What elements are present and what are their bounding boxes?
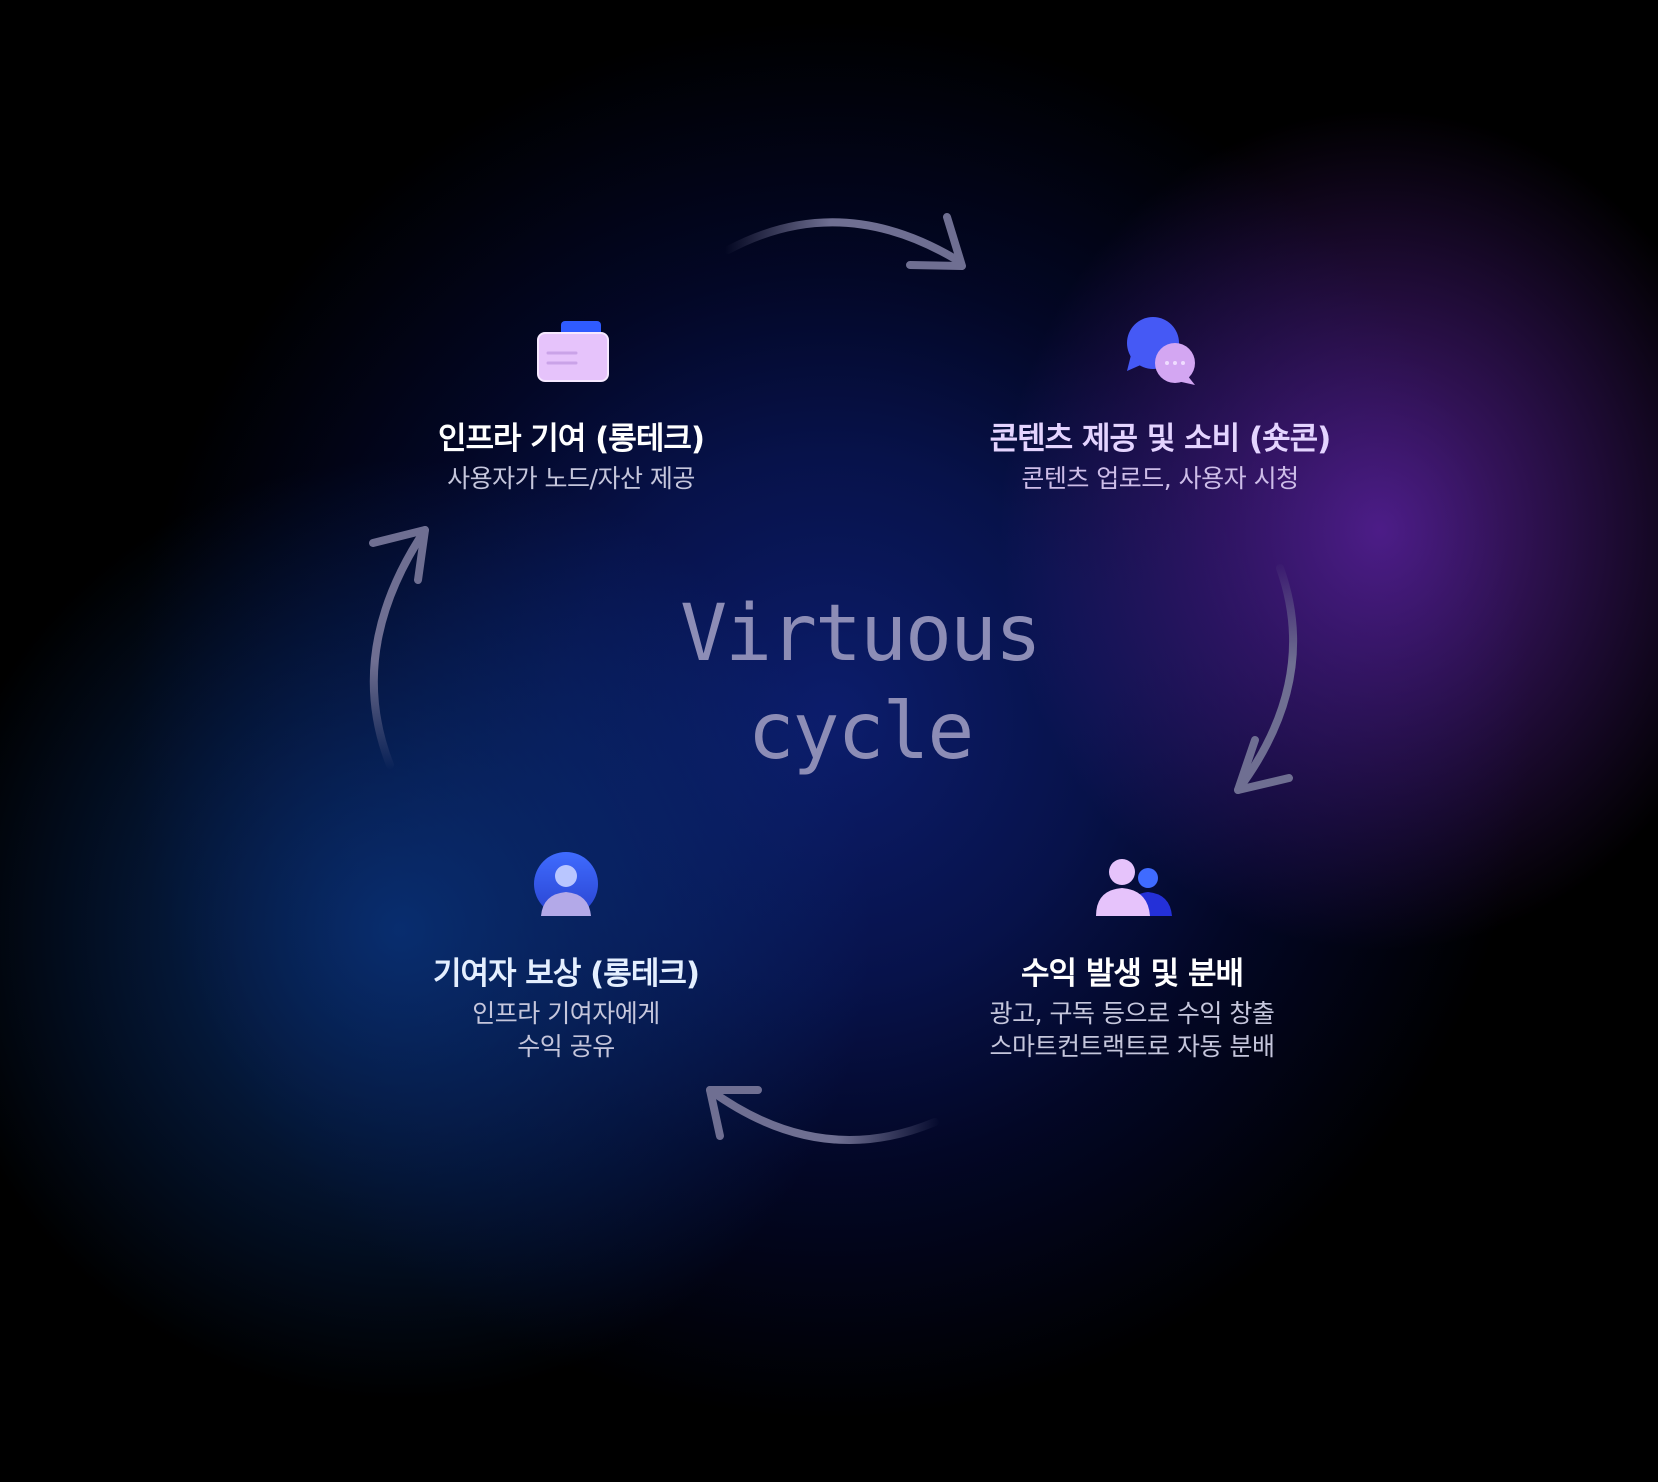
center-title-line-2: cycle — [747, 687, 975, 777]
node-description-line: 인프라 기여자에게 — [472, 999, 660, 1028]
users-group-icon — [1096, 859, 1172, 916]
node-title: 기여자 보상 (롱테크) — [432, 956, 700, 992]
center-title-line-1: Virtuous — [680, 589, 1042, 679]
arrow-bottom — [706, 1086, 939, 1144]
node-description-line: 수익 공유 — [517, 1032, 615, 1061]
folder-icon — [537, 321, 609, 382]
node-contributor-reward: 기여자 보상 (롱테크) 인프라 기여자에게 수익 공유 — [316, 850, 816, 1063]
node-title: 콘텐츠 제공 및 소비 (숏콘) — [989, 421, 1332, 457]
node-description-line: 콘텐츠 업로드, 사용자 시청 — [1021, 464, 1299, 493]
arrow-left — [369, 526, 429, 769]
node-description-line: 사용자가 노드/자산 제공 — [447, 464, 695, 493]
node-content-provision: 콘텐츠 제공 및 소비 (숏콘) 콘텐츠 업로드, 사용자 시청 — [910, 315, 1410, 495]
node-description: 인프라 기여자에게 수익 공유 — [316, 997, 816, 1063]
arrow-right — [1234, 564, 1298, 794]
arrow-top — [724, 213, 966, 270]
node-title: 수익 발생 및 분배 — [1020, 956, 1244, 992]
node-description-line: 광고, 구독 등으로 수익 창출 — [989, 999, 1275, 1028]
node-revenue-distribution: 수익 발생 및 분배 광고, 구독 등으로 수익 창출 스마트컨트랙트로 자동 … — [882, 850, 1382, 1063]
node-title: 인프라 기여 (롱테크) — [437, 421, 705, 457]
node-description-line: 스마트컨트랙트로 자동 분배 — [989, 1032, 1275, 1061]
chat-bubbles-icon — [1127, 317, 1195, 385]
user-icon — [534, 852, 598, 916]
node-description: 광고, 구독 등으로 수익 창출 스마트컨트랙트로 자동 분배 — [882, 997, 1382, 1063]
node-infrastructure-contribution: 인프라 기여 (롱테크) 사용자가 노드/자산 제공 — [321, 315, 821, 495]
node-description: 콘텐츠 업로드, 사용자 시청 — [910, 462, 1410, 495]
node-description: 사용자가 노드/자산 제공 — [321, 462, 821, 495]
center-title: Virtuous cycle — [620, 585, 1100, 781]
